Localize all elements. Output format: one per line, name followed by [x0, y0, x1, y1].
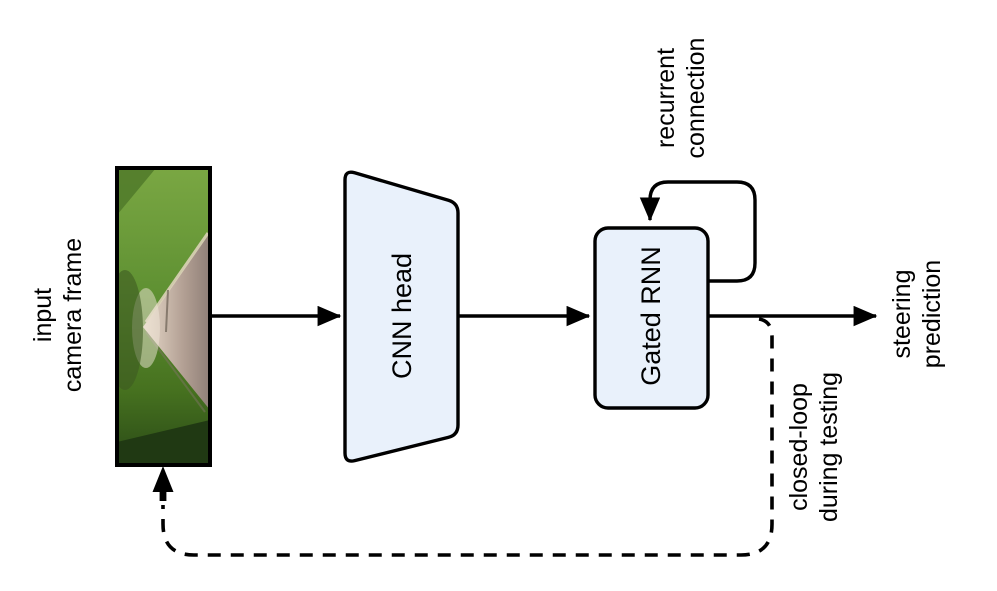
steering-prediction-label: steering prediction — [888, 260, 946, 368]
input-label-line1: input — [29, 288, 57, 342]
cnn-head-label: CNN head — [387, 253, 417, 379]
road-shape — [143, 232, 210, 410]
camera-frame-image — [115, 166, 212, 467]
output-label-line2: prediction — [918, 260, 946, 368]
recurrent-label-line1: recurrent — [652, 48, 680, 148]
feedback-label-line2: during testing — [815, 372, 843, 522]
input-label-line2: camera frame — [59, 238, 87, 392]
grass-shadow — [117, 270, 143, 390]
recurrent-connection-arrow — [639, 180, 757, 283]
recurrent-label-line2: connection — [682, 38, 710, 159]
feedback-label-line1: closed-loop — [785, 383, 813, 511]
cnn-head-shape — [343, 170, 460, 463]
roadside-post — [165, 289, 169, 333]
gated-rnn-label: Gated RNN — [636, 246, 666, 386]
svg-text:Gated RNN: Gated RNN — [636, 246, 666, 386]
grass-corner-shade — [117, 168, 156, 215]
output-label-line1: steering — [888, 270, 916, 359]
gated-rnn-box — [593, 226, 710, 410]
svg-text:CNN head: CNN head — [387, 253, 417, 379]
closed-loop-label: closed-loop during testing — [785, 372, 843, 522]
recurrent-connection-label: recurrent connection — [652, 38, 710, 159]
input-label: input camera frame — [29, 238, 87, 392]
camera-frame-border — [115, 166, 212, 467]
grass-dark-band — [117, 420, 210, 465]
closed-loop-feedback-path — [161, 317, 774, 557]
feedback-arrowhead-icon — [152, 466, 174, 501]
